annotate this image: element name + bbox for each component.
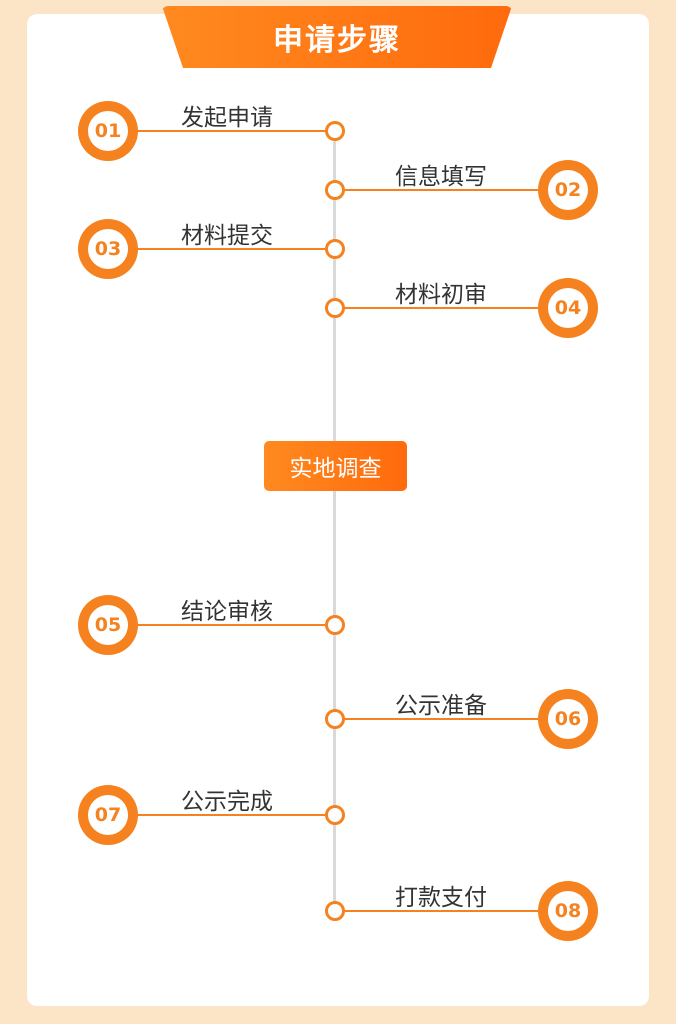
step-number-badge: 02: [538, 160, 598, 220]
step-number: 02: [548, 170, 588, 210]
step-label: 打款支付: [395, 885, 487, 911]
step-number-badge: 08: [538, 881, 598, 941]
step-connector-line: [335, 718, 555, 720]
timeline-node: [325, 805, 345, 825]
step-label: 公示完成: [181, 789, 273, 815]
step-label: 结论审核: [181, 599, 273, 625]
step-connector-line: [335, 910, 555, 912]
step-label: 材料提交: [181, 223, 273, 249]
timeline-node: [325, 180, 345, 200]
step-number-badge: 03: [78, 219, 138, 279]
timeline-node: [325, 298, 345, 318]
timeline-node: [325, 239, 345, 259]
step-number: 05: [88, 605, 128, 645]
step-number-badge: 05: [78, 595, 138, 655]
timeline-node: [325, 615, 345, 635]
step-connector-line: [120, 624, 335, 626]
title-banner: 申请步骤: [162, 6, 512, 68]
step-number: 04: [548, 288, 588, 328]
step-label: 信息填写: [395, 164, 487, 190]
step-connector-line: [335, 189, 555, 191]
step-number-badge: 01: [78, 101, 138, 161]
timeline-node: [325, 709, 345, 729]
step-connector-line: [120, 248, 335, 250]
step-number: 06: [548, 699, 588, 739]
page-title: 申请步骤: [273, 23, 401, 58]
step-number-badge: 06: [538, 689, 598, 749]
step-number: 08: [548, 891, 588, 931]
step-number-badge: 07: [78, 785, 138, 845]
timeline-node: [325, 121, 345, 141]
step-connector-line: [335, 307, 555, 309]
timeline-node: [325, 901, 345, 921]
step-number-badge: 04: [538, 278, 598, 338]
step-label: 发起申请: [181, 105, 273, 131]
step-number: 03: [88, 229, 128, 269]
step-label: 公示准备: [395, 693, 487, 719]
step-number: 01: [88, 111, 128, 151]
step-label: 材料初审: [395, 282, 487, 308]
step-connector-line: [120, 814, 335, 816]
middle-stage-badge: 实地调查: [264, 441, 407, 491]
timeline-axis: [333, 130, 336, 915]
step-connector-line: [120, 130, 335, 132]
step-number: 07: [88, 795, 128, 835]
